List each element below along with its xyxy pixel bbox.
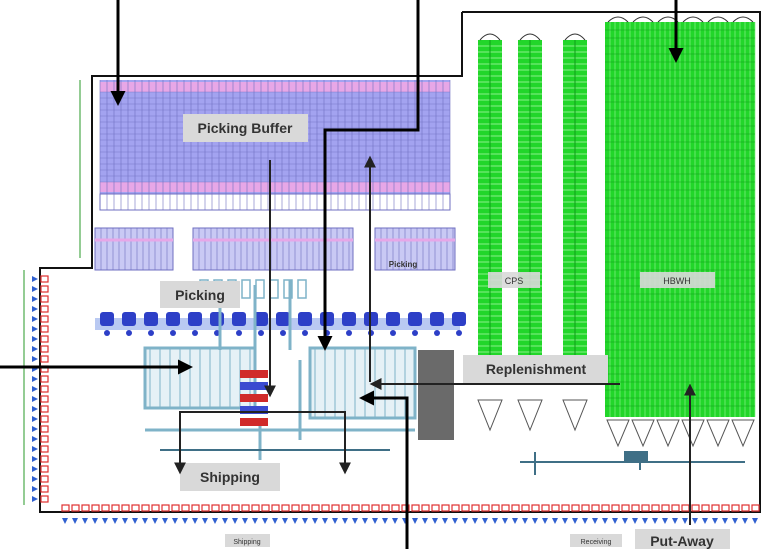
shipping-label: Shipping [200,469,260,485]
buffer-rack-grid [99,80,451,210]
pointer-arrow-replenishment [359,390,409,549]
left-dock-doors [32,275,49,503]
station-marker-icon [456,330,462,336]
label-shipping-small: Shipping [225,534,270,547]
station-marker-icon [170,330,176,336]
station-marker-icon [390,330,396,336]
shipping-small-label: Shipping [233,539,260,546]
receiving-small-label: Receiving [581,539,612,546]
station-marker-icon [302,330,308,336]
picking-station-icon [188,312,202,326]
building-walls [39,11,761,513]
staging-block [418,350,454,440]
dimension-marks [23,80,81,505]
station-marker-icon [104,330,110,336]
label-put-away: Put-Away [635,529,730,549]
picking-station-icon [254,312,268,326]
station-marker-icon [126,330,132,336]
label-shipping: Shipping [180,463,280,491]
station-marker-icon [192,330,198,336]
picking-buffer-racks [99,80,451,211]
label-picking-small: Picking [389,260,418,269]
picking-small-label: Picking [389,260,418,269]
picking-station-icon [144,312,158,326]
picking-station-icon [210,312,224,326]
station-marker-icon [280,330,286,336]
picking-station-icon [342,312,356,326]
lower-rack-1 [94,227,174,271]
picking-station-icon [122,312,136,326]
left-upper-wall [39,11,761,513]
station-marker-icon [258,330,264,336]
pointer-arrows [0,0,684,549]
picking-station-icon [100,312,114,326]
cps-label: CPS [505,276,524,286]
sorter-chutes [240,370,268,426]
picking-station-icon [408,312,422,326]
put-away-label: Put-Away [650,533,714,549]
shipping-split-arrow [174,411,270,475]
label-hbwh: HBWH [640,272,715,288]
picking-buffer-label: Picking Buffer [198,120,293,136]
label-receiving-small: Receiving [570,534,622,547]
picking-station-icon [276,312,290,326]
station-marker-icon [412,330,418,336]
label-picking: Picking [160,281,240,308]
cps-racks [477,33,588,432]
station-marker-icon [434,330,440,336]
internal-flow-arrows [174,155,696,525]
label-picking-buffer: Picking Buffer [183,114,308,142]
label-cps: CPS [488,272,540,288]
picking-station-row [95,312,466,336]
picking-station-icon [452,312,466,326]
picking-station-icon [386,312,400,326]
picking-station-icon [166,312,180,326]
hbwh-label: HBWH [663,276,691,286]
bottom-dock-doors [61,504,760,524]
picking-station-icon [430,312,444,326]
station-marker-icon [346,330,352,336]
label-replenishment: Replenishment [463,355,608,383]
hbwh-racks [605,16,756,448]
replenishment-label: Replenishment [486,361,587,377]
picking-station-icon [232,312,246,326]
pointer-arrow-picking [317,0,420,351]
shipping-split-arrow-right [270,411,351,475]
picking-station-icon [320,312,334,326]
lower-rack-3 [374,227,456,271]
station-marker-icon [148,330,154,336]
receiving-conveyor [520,451,745,475]
hbwh-grid [605,16,756,448]
picking-station-icon [298,312,312,326]
station-marker-icon [236,330,242,336]
picking-label: Picking [175,287,225,303]
